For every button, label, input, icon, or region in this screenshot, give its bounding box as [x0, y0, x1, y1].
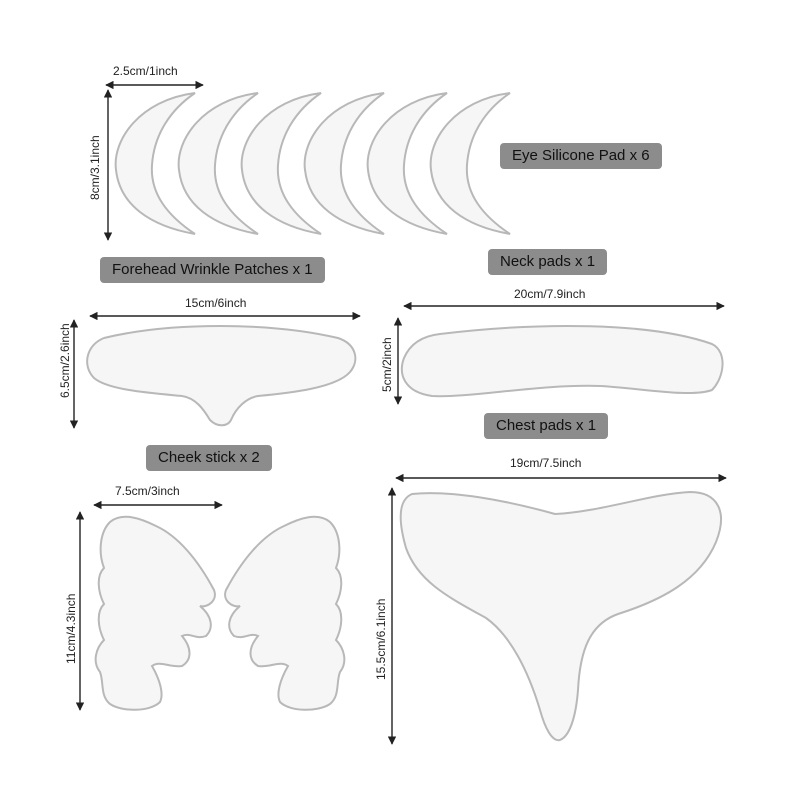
forehead-width-dim: 15cm/6inch: [185, 296, 247, 310]
cheek-stick-label: Cheek stick x 2: [146, 445, 272, 471]
cheek-stick-left: [94, 515, 216, 711]
neck-width-dim: 20cm/7.9inch: [514, 287, 586, 301]
chest-height-dim: 15.5cm/6.1inch: [374, 598, 388, 680]
cheek-height-dim: 11cm/4.3inch: [64, 593, 78, 664]
neck-pad: [400, 324, 724, 398]
chest-width-dim: 19cm/7.5inch: [510, 456, 582, 470]
eye-pad-label: Eye Silicone Pad x 6: [500, 143, 662, 169]
eye-pads-group: [114, 92, 511, 235]
eye-pad: [114, 92, 196, 235]
neck-height-dim: 5cm/2inch: [380, 337, 394, 392]
chest-pad-label: Chest pads x 1: [484, 413, 609, 439]
chest-pad: [399, 490, 722, 742]
eye-pad: [240, 92, 322, 235]
eye-height-dim: 8cm/3.1inch: [88, 135, 102, 200]
eye-width-dim: 2.5cm/1inch: [113, 64, 178, 78]
eye-pad: [303, 92, 385, 235]
eye-pad: [429, 92, 511, 235]
cheek-width-dim: 7.5cm/3inch: [115, 484, 180, 498]
eye-pad: [366, 92, 448, 235]
forehead-height-dim: 6.5cm/2.6inch: [58, 323, 72, 398]
forehead-patch-label: Forehead Wrinkle Patches x 1: [100, 257, 325, 283]
cheek-stick-right: [224, 515, 346, 711]
forehead-patch: [86, 325, 357, 427]
eye-pad: [177, 92, 259, 235]
neck-pad-label: Neck pads x 1: [488, 249, 608, 275]
